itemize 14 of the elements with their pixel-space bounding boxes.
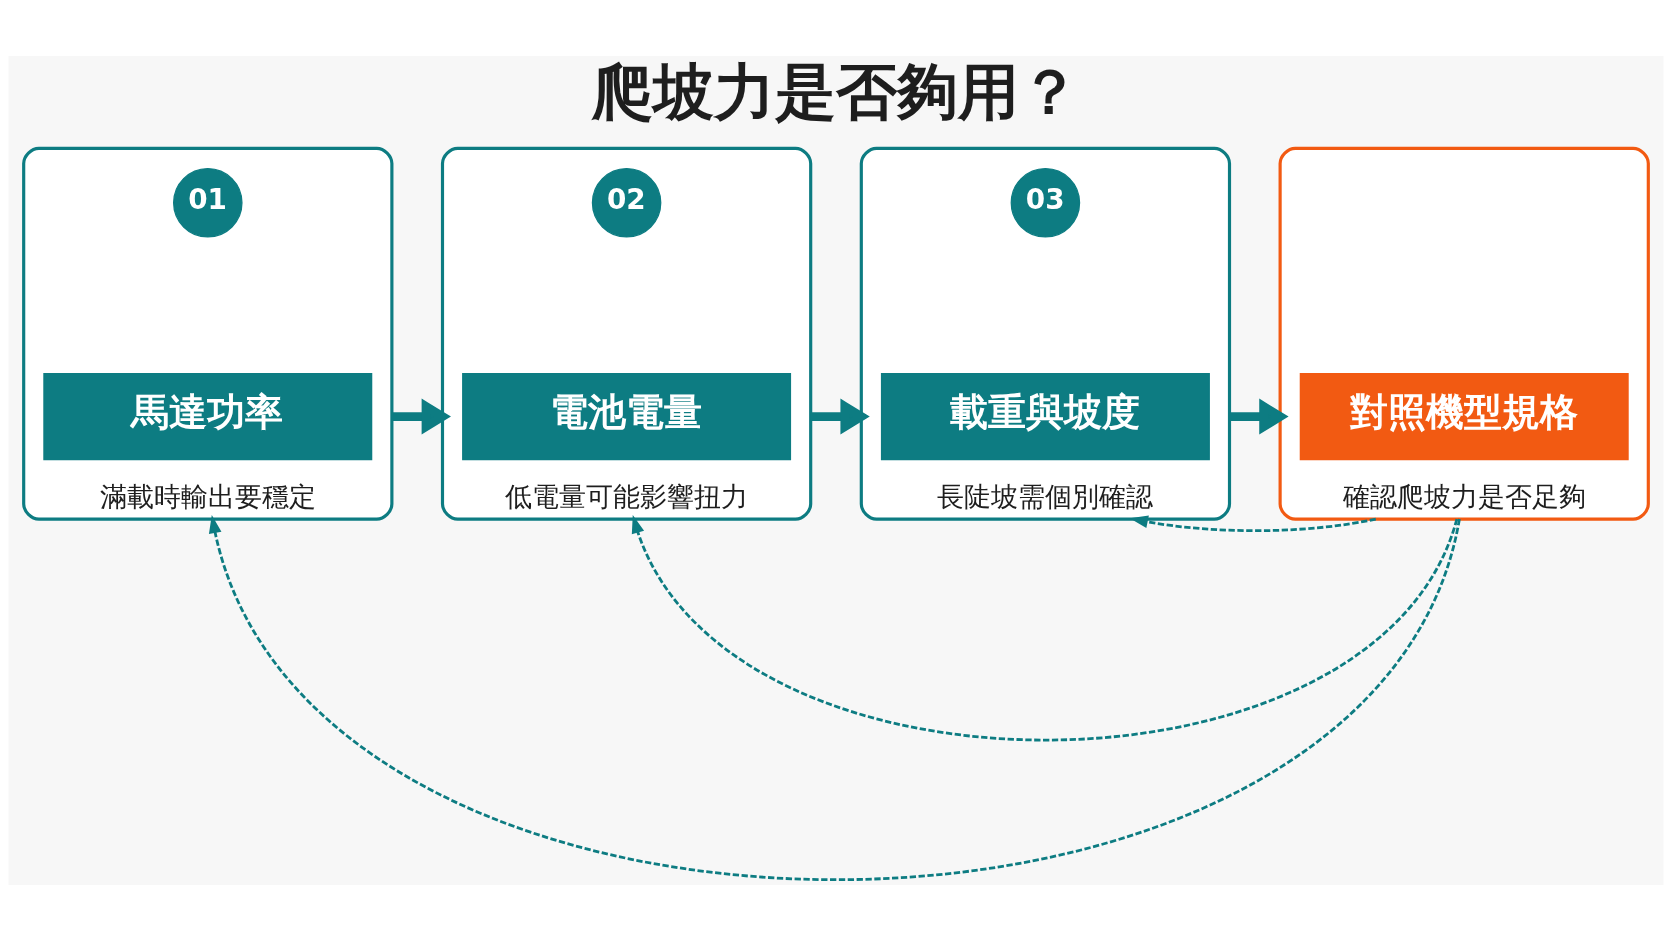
node-box: 載重與坡度 <box>880 372 1210 461</box>
node-box: 馬達功率 <box>43 372 373 461</box>
arrow <box>631 515 1459 742</box>
arrow <box>1129 515 1377 533</box>
arrow <box>810 398 870 435</box>
node-circle: 01 <box>173 167 243 238</box>
arrow <box>1229 398 1289 435</box>
arrow <box>208 514 1461 881</box>
node-box: 電池電量 <box>462 372 792 461</box>
node-box: 對照機型規格 <box>1299 372 1629 461</box>
node-circle: 03 <box>1010 167 1081 238</box>
arrow <box>391 398 451 435</box>
diagram-title: 爬坡力是否夠用？ <box>592 57 1081 128</box>
node-circle: 02 <box>591 167 662 238</box>
